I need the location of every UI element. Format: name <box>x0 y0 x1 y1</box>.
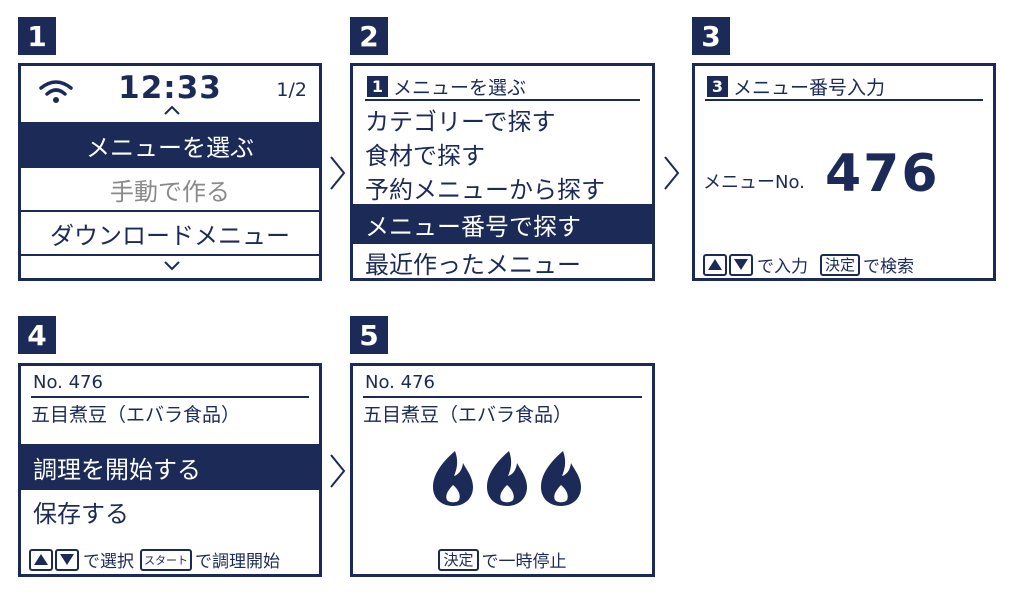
menu-item-download[interactable]: ダウンロードメニュー <box>21 212 319 256</box>
chevron-up-icon[interactable] <box>163 104 181 116</box>
flame-icon <box>433 451 473 506</box>
header-title: メニュー番号入力 <box>733 77 886 99</box>
screen-footer: で選択 スタート で調理開始 <box>29 547 280 572</box>
header-divider <box>365 99 640 101</box>
header-divider <box>705 99 983 101</box>
menu-item-manual[interactable]: 手動で作る <box>21 168 319 212</box>
action-start-cooking[interactable]: 調理を開始する <box>21 444 319 490</box>
screen-header: 3 メニュー番号入力 <box>707 73 885 100</box>
list-item-label: カテゴリーで探す <box>365 107 556 136</box>
enter-key[interactable]: 決定 <box>438 548 479 571</box>
list-item-menu-number[interactable]: メニュー番号で探す <box>353 204 652 244</box>
screen-1: 12:33 1/2 メニューを選ぶ 手動で作る ダウンロードメニュー <box>18 63 322 281</box>
footer-start-text: で調理開始 <box>195 552 280 572</box>
footer-input-text: で入力 <box>757 257 808 277</box>
menu-item-select-menu[interactable]: メニューを選ぶ <box>21 122 319 168</box>
screen-5: No. 476 五目煮豆（エバラ食品） 決定 で一時停止 <box>350 363 655 577</box>
header-divider <box>31 396 309 398</box>
chevron-down-icon[interactable] <box>163 260 181 272</box>
up-key-icon[interactable] <box>29 548 53 571</box>
menu-item-label: メニューを選ぶ <box>86 133 254 162</box>
action-save[interactable]: 保存する <box>21 490 319 532</box>
recipe-title: 五目煮豆（エバラ食品） <box>31 404 241 426</box>
page-indicator: 1/2 <box>276 79 307 101</box>
screen-header: 1 メニューを選ぶ <box>367 73 526 100</box>
menu-number-value[interactable]: 476 <box>825 144 940 204</box>
menu-item-label: 手動で作る <box>110 177 230 206</box>
header-step-badge: 3 <box>707 76 728 97</box>
footer-pause-text: で一時停止 <box>481 552 567 572</box>
menu-item-label: ダウンロードメニュー <box>50 221 290 250</box>
list-item-recent[interactable]: 最近作ったメニュー <box>353 244 652 279</box>
list-item-label: メニュー番号で探す <box>365 212 581 241</box>
list-item-label: 食材で探す <box>365 141 485 170</box>
screen-3: 3 メニュー番号入力 メニューNo. 476 で入力 決定 で検索 <box>692 63 996 281</box>
action-label: 調理を開始する <box>33 455 201 484</box>
enter-key[interactable]: 決定 <box>820 253 861 276</box>
next-arrow-icon <box>330 454 346 488</box>
screen-2: 1 メニューを選ぶ カテゴリーで探す 食材で探す 予約メニューから探す メニュー… <box>350 63 655 281</box>
clock-time: 12:33 <box>118 70 222 106</box>
header-title: メニューを選ぶ <box>393 77 527 99</box>
down-key-icon[interactable] <box>729 253 753 276</box>
menu-number-label: メニューNo. <box>703 172 805 193</box>
header-step-badge: 1 <box>367 76 388 97</box>
header-divider <box>363 396 642 398</box>
up-key-icon[interactable] <box>703 253 727 276</box>
list-item-label: 最近作ったメニュー <box>365 250 581 279</box>
next-arrow-icon <box>330 156 346 190</box>
recipe-number: No. 476 <box>33 372 103 393</box>
recipe-title: 五目煮豆（エバラ食品） <box>363 404 573 426</box>
screen-footer: 決定 で一時停止 <box>353 547 652 572</box>
footer-search-text: で検索 <box>863 257 915 277</box>
footer-select-text: で選択 <box>83 552 134 572</box>
step-badge-2: 2 <box>350 17 388 55</box>
list-item-reserved[interactable]: 予約メニューから探す <box>353 170 652 204</box>
next-arrow-icon <box>664 156 680 190</box>
step-badge-5: 5 <box>350 316 388 354</box>
recipe-number: No. 476 <box>365 372 435 393</box>
list-item-ingredient[interactable]: 食材で探す <box>353 136 652 170</box>
wifi-icon <box>39 80 73 103</box>
start-key[interactable]: スタート <box>140 548 192 571</box>
down-key-icon[interactable] <box>55 548 79 571</box>
screen-footer: で入力 決定 で検索 <box>703 252 914 277</box>
list-item-category[interactable]: カテゴリーで探す <box>353 102 652 136</box>
flame-indicator <box>431 449 583 507</box>
flame-icon <box>487 451 527 506</box>
action-label: 保存する <box>33 499 129 528</box>
step-badge-3: 3 <box>692 17 730 55</box>
list-item-label: 予約メニューから探す <box>365 175 605 204</box>
step-badge-1: 1 <box>18 17 56 55</box>
screen-4: No. 476 五目煮豆（エバラ食品） 調理を開始する 保存する で選択 スター… <box>18 363 322 577</box>
step-badge-4: 4 <box>18 316 56 354</box>
flame-icon <box>541 451 581 506</box>
